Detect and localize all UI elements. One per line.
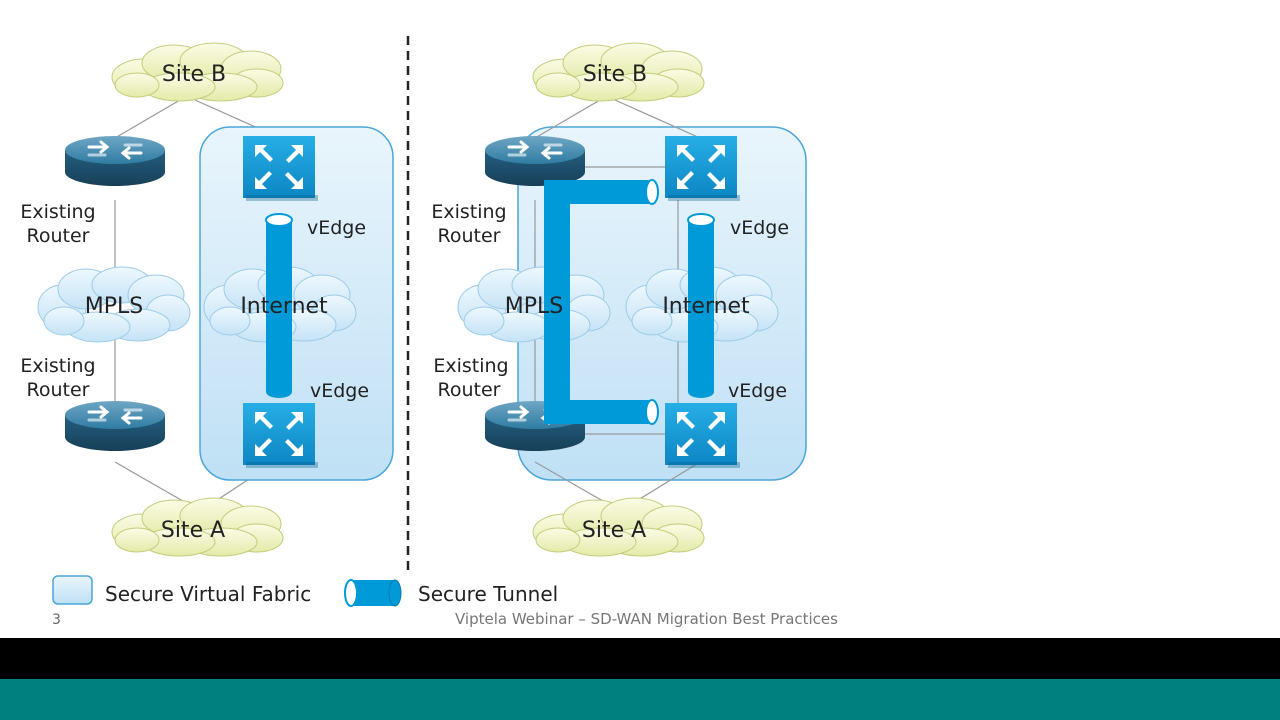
legend-fabric-label: Secure Virtual Fabric xyxy=(105,582,311,606)
legend-tunnel-label: Secure Tunnel xyxy=(418,582,558,606)
existing-label-bottom-left: Existing xyxy=(20,355,95,377)
secure-tunnel-left xyxy=(265,213,293,398)
legend: Secure Virtual Fabric Secure Tunnel xyxy=(52,575,558,607)
left-diagram: Site B Existing Router MPLS Existing Rou… xyxy=(20,42,394,557)
site-b-label-left: Site B xyxy=(162,62,226,87)
vedge-label-top-left: vEdge xyxy=(307,217,366,239)
secure-tunnel-internet-right xyxy=(687,213,715,398)
vedge-bottom-right xyxy=(665,403,740,468)
vedge-top-right xyxy=(665,136,740,201)
router-label-top-left: Router xyxy=(27,225,90,247)
secure-tunnel-mpls-right xyxy=(544,179,659,425)
site-a-label-left: Site A xyxy=(161,518,225,543)
slide-number: 3 xyxy=(52,612,61,628)
mpls-label-left: MPLS xyxy=(85,294,143,319)
existing-router-top-left xyxy=(63,134,167,188)
existing-label-bottom-right: Existing xyxy=(433,355,508,377)
footer-text: Viptela Webinar – SD-WAN Migration Best … xyxy=(455,610,838,628)
existing-router-top-right xyxy=(483,134,587,188)
teal-bar xyxy=(0,679,1280,720)
vedge-label-top-right: vEdge xyxy=(730,217,789,239)
mpls-label-right: MPLS xyxy=(505,294,563,319)
router-label-bottom-right: Router xyxy=(438,379,501,401)
site-a-label-right: Site A xyxy=(582,518,646,543)
existing-label-top-right: Existing xyxy=(431,201,506,223)
vedge-label-bottom-right: vEdge xyxy=(728,380,787,402)
router-label-top-right: Router xyxy=(438,225,501,247)
existing-router-bottom-left xyxy=(63,399,167,453)
legend-tunnel-swatch xyxy=(344,579,402,607)
internet-label-right: Internet xyxy=(662,294,750,319)
black-bar xyxy=(0,638,1280,679)
internet-label-left: Internet xyxy=(240,294,328,319)
vedge-bottom-left xyxy=(243,403,318,468)
vedge-label-bottom-left: vEdge xyxy=(310,380,369,402)
legend-fabric-swatch xyxy=(52,575,93,605)
site-b-label-right: Site B xyxy=(583,62,647,87)
existing-label-top-left: Existing xyxy=(20,201,95,223)
right-diagram: Site B Existing Router Existing Router M… xyxy=(431,42,807,557)
router-label-bottom-left: Router xyxy=(27,379,90,401)
vedge-top-left xyxy=(243,136,318,201)
